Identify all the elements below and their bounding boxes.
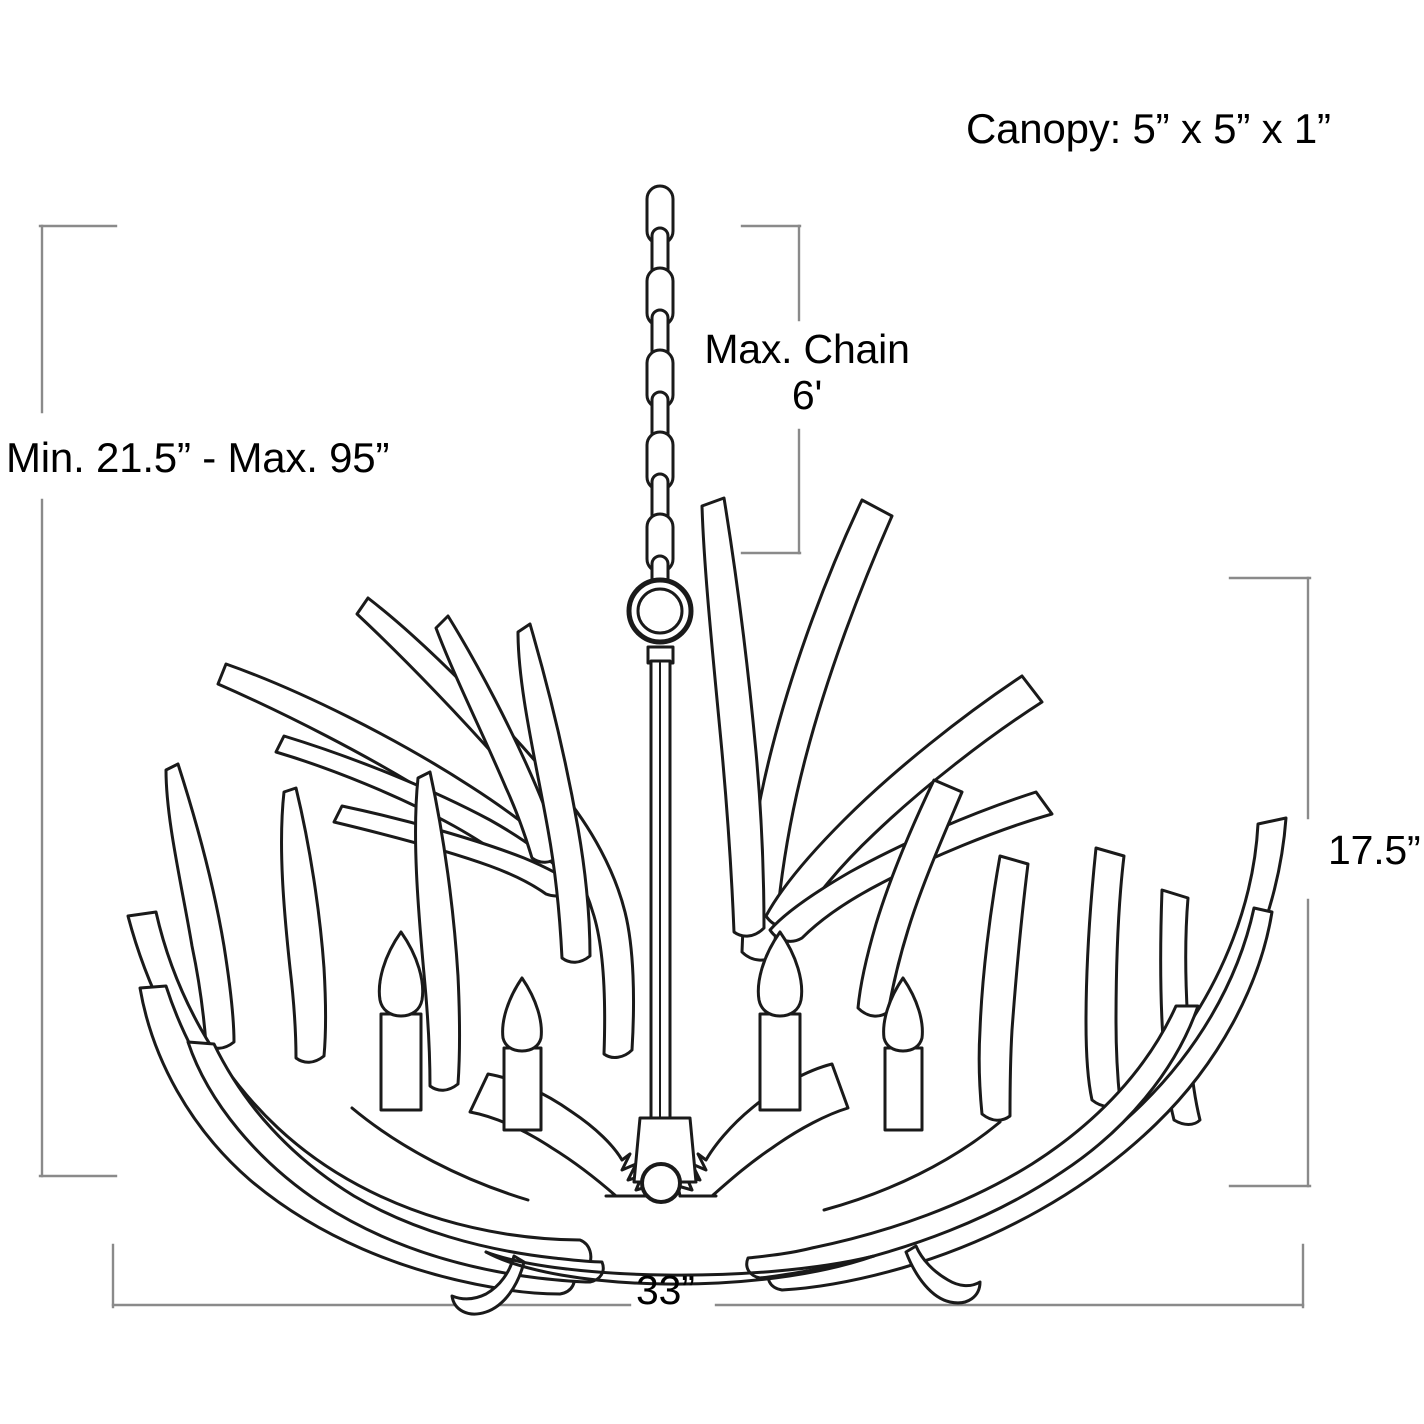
overall-height-range-label: Min. 21.5” - Max. 95” <box>6 434 390 481</box>
ball-finial <box>640 1162 682 1204</box>
antler-lower-left <box>126 910 605 1316</box>
max-chain-label-line1: Max. Chain <box>704 326 910 372</box>
max-chain-label-line2: 6' <box>791 371 823 418</box>
canopy-dimension-label: Canopy: 5” x 5” x 1” <box>966 105 1331 152</box>
bottom-rim <box>484 1250 876 1286</box>
center-stem-rod <box>646 645 675 1173</box>
fixture-width-label: 33” <box>636 1267 695 1313</box>
dimension-bracket-max-chain <box>740 224 802 555</box>
dimension-bracket-overall-height <box>38 224 118 1178</box>
candle-3 <box>756 930 804 1112</box>
candle-4 <box>882 976 924 1132</box>
fixture-height-label: 17.5” <box>1328 827 1421 873</box>
antler-upper-left <box>164 596 636 1092</box>
antler-foreground-overlaps <box>350 1106 1002 1212</box>
hanging-loop-ring <box>626 577 694 645</box>
candle-2 <box>501 976 543 1132</box>
antler-lower-right <box>745 816 1288 1305</box>
dimension-bracket-fixture-height <box>1228 576 1312 1188</box>
suspension-chain <box>645 184 675 604</box>
candle-1 <box>377 930 425 1112</box>
max-chain-dimension-label: Max. Chain 6' <box>697 326 917 419</box>
dimension-bracket-fixture-width <box>111 1243 1305 1309</box>
